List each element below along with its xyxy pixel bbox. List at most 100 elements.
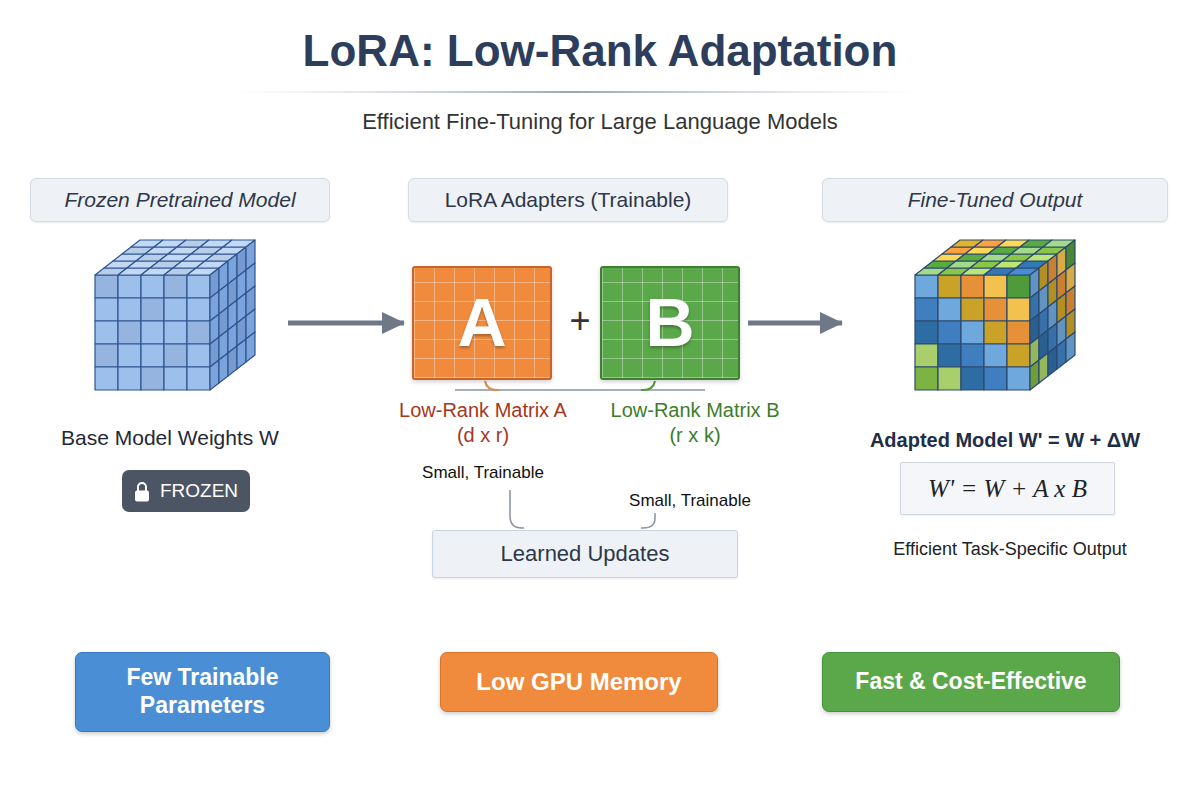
node-text: FROZEN [160,480,238,503]
section-tab: Fine-Tuned Output [822,178,1168,222]
bracket-hook [641,381,655,390]
cube-cell [961,298,984,321]
cube-cell [915,367,938,390]
cube-cell [915,298,938,321]
matrix-note: Small, Trainable [393,462,573,483]
node-text: A [457,282,506,364]
cube-cell [1066,332,1075,362]
cube-cell [118,344,141,367]
cube-cell [1039,353,1048,383]
cube-cell [141,367,164,390]
cube-cell [95,321,118,344]
cube-cell [915,344,938,367]
flow-arrow [288,321,404,326]
matrix-box: A [412,266,552,380]
node-text: Base Model Weights W [61,425,279,450]
cube-cell [118,275,141,298]
cube-cell [187,367,210,390]
cube-cell [1030,360,1039,390]
cube-cell [961,367,984,390]
connector-group [748,323,842,324]
cube-cell [141,321,164,344]
cube-cell [1007,321,1030,344]
matrix-note: Small, Trainable [600,490,780,511]
cube-cell [95,275,118,298]
cube-cell [1048,346,1057,376]
cube-cell [915,321,938,344]
cube-cell [210,360,219,390]
cube-cell [984,298,1007,321]
formula-box: W' = W + A x B [900,462,1115,515]
cube-cell [938,344,961,367]
cube-cell [1007,367,1030,390]
cube-cell [187,298,210,321]
benefit-box: Fast & Cost-Effective [822,652,1120,712]
plus-sign: + [560,298,600,343]
cube-cell [95,344,118,367]
cube-cell [961,321,984,344]
cube-cell [938,321,961,344]
cube-cell [164,321,187,344]
cube-cell [187,344,210,367]
node-text: Adapted Model W' = W + ΔW [870,428,1140,452]
node-text: Few Trainable Parameters [76,664,329,719]
node-text: LoRA Adapters (Trainable) [445,187,692,212]
bracket-hook [485,381,499,390]
cube-cell [984,321,1007,344]
cube-cell [141,344,164,367]
node-text: Fine-Tuned Output [908,187,1083,212]
leader-line [641,513,655,528]
cube-cell [915,275,938,298]
diagram-title: LoRA: Low-Rank Adaptation [0,26,1200,76]
matrix-label: Low-Rank Matrix A (d x r) [393,398,573,448]
status-badge: FROZEN [122,470,250,512]
node-text: Frozen Pretrained Model [64,187,295,212]
cube-cell [237,339,246,369]
node-text: Fast & Cost-Effective [855,668,1086,696]
process-box: Learned Updates [432,530,738,578]
cube-cell [118,367,141,390]
cube-cell [164,344,187,367]
cube-cell [187,321,210,344]
cube-cell [164,298,187,321]
cube-cell [984,367,1007,390]
leader-line [510,490,524,528]
node-text: Learned Updates [501,541,670,567]
cube-cell [938,298,961,321]
cube-cell [95,298,118,321]
cube-cell [141,275,164,298]
cube-cell [984,344,1007,367]
matrix-box: B [600,266,740,380]
cube-cell [1007,344,1030,367]
flow-arrow [748,321,842,326]
cube-cell [938,275,961,298]
cube-cell [984,275,1007,298]
cube-cell [228,346,237,376]
weights-cube: Base Model Weights W [60,230,280,450]
cube-cell [118,298,141,321]
cube-cell [187,275,210,298]
section-tab: Frozen Pretrained Model [30,178,330,222]
cube-cell [961,275,984,298]
cube-cell [938,367,961,390]
cube-cell [246,332,255,362]
subtitle: Efficient Fine-Tuning for Large Language… [0,108,1200,136]
cube-cell [141,298,164,321]
cube-cell [1007,275,1030,298]
matrix-label: Low-Rank Matrix B (r x k) [605,398,785,448]
node-text: B [645,282,694,364]
cube-cell [95,367,118,390]
weights-cube: Adapted Model W' = W + ΔW [850,230,1160,452]
benefit-box: Low GPU Memory [440,652,718,712]
cube-cell [219,353,228,383]
section-tab: LoRA Adapters (Trainable) [408,178,728,222]
node-text: W' = W + A x B [928,474,1087,504]
cube-cell [1007,298,1030,321]
cube-cell [164,367,187,390]
connector-group [288,323,404,324]
title-rule [230,91,920,93]
adapted-weights-cube [915,240,1075,390]
cube-cell [1057,339,1066,369]
base-weights-cube [95,240,255,390]
